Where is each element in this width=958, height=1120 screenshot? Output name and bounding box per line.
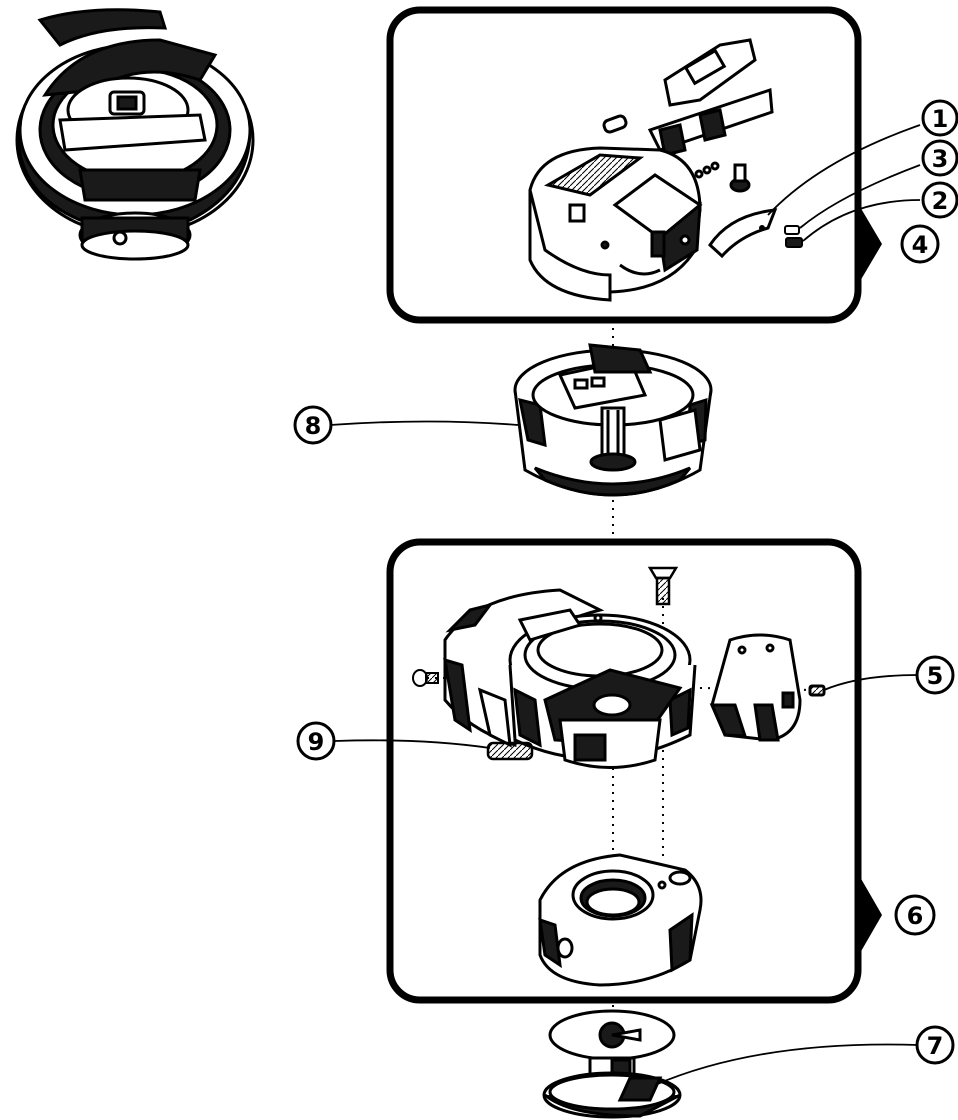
arrow-right-icon xyxy=(856,200,882,288)
callout-label: 9 xyxy=(308,728,325,756)
bobbin-case-body-icon xyxy=(528,146,703,302)
assembly-axis-lines xyxy=(427,320,811,1020)
callout-3: 3 xyxy=(921,139,958,177)
bobbin-case-frame xyxy=(386,6,862,324)
callout-leader-7 xyxy=(654,1043,919,1086)
bobbin-case-latch-icon xyxy=(602,38,774,193)
bobbin-icon xyxy=(542,1009,682,1119)
bobbin-case-basket-icon xyxy=(513,343,713,497)
callout-leader-5 xyxy=(823,674,919,691)
set-screw-icon xyxy=(486,741,534,761)
set-screw-icon xyxy=(784,225,803,248)
callout-1: 1 xyxy=(921,99,958,137)
hook-frame xyxy=(386,538,862,1004)
arrow-right-icon xyxy=(856,870,882,960)
callout-label: 7 xyxy=(927,1032,944,1060)
callout-2: 2 xyxy=(921,181,958,219)
hook-driver-icon xyxy=(538,853,703,987)
callout-label: 8 xyxy=(305,412,322,440)
set-screw-icon xyxy=(412,669,439,687)
callout-8: 8 xyxy=(293,405,333,445)
callout-6: 6 xyxy=(894,894,936,936)
callout-5: 5 xyxy=(915,655,955,695)
callout-leader-9 xyxy=(334,739,491,749)
callout-label: 1 xyxy=(932,105,949,133)
callout-label: 4 xyxy=(912,231,929,259)
callout-9: 9 xyxy=(296,721,336,761)
set-screw-icon xyxy=(647,566,679,606)
callout-7: 7 xyxy=(915,1025,955,1065)
callout-label: 6 xyxy=(907,902,924,930)
callout-label: 3 xyxy=(932,145,949,173)
tension-spring-icon xyxy=(708,208,778,259)
gib-icon xyxy=(709,633,826,742)
callout-4: 4 xyxy=(900,224,940,264)
callout-leaders-top xyxy=(767,124,921,242)
callout-label: 2 xyxy=(932,187,949,215)
hook-assembly-icon xyxy=(443,588,697,769)
callout-label: 5 xyxy=(927,662,944,690)
assembled-hook-icon xyxy=(15,8,255,261)
callout-leader-8 xyxy=(329,420,519,426)
